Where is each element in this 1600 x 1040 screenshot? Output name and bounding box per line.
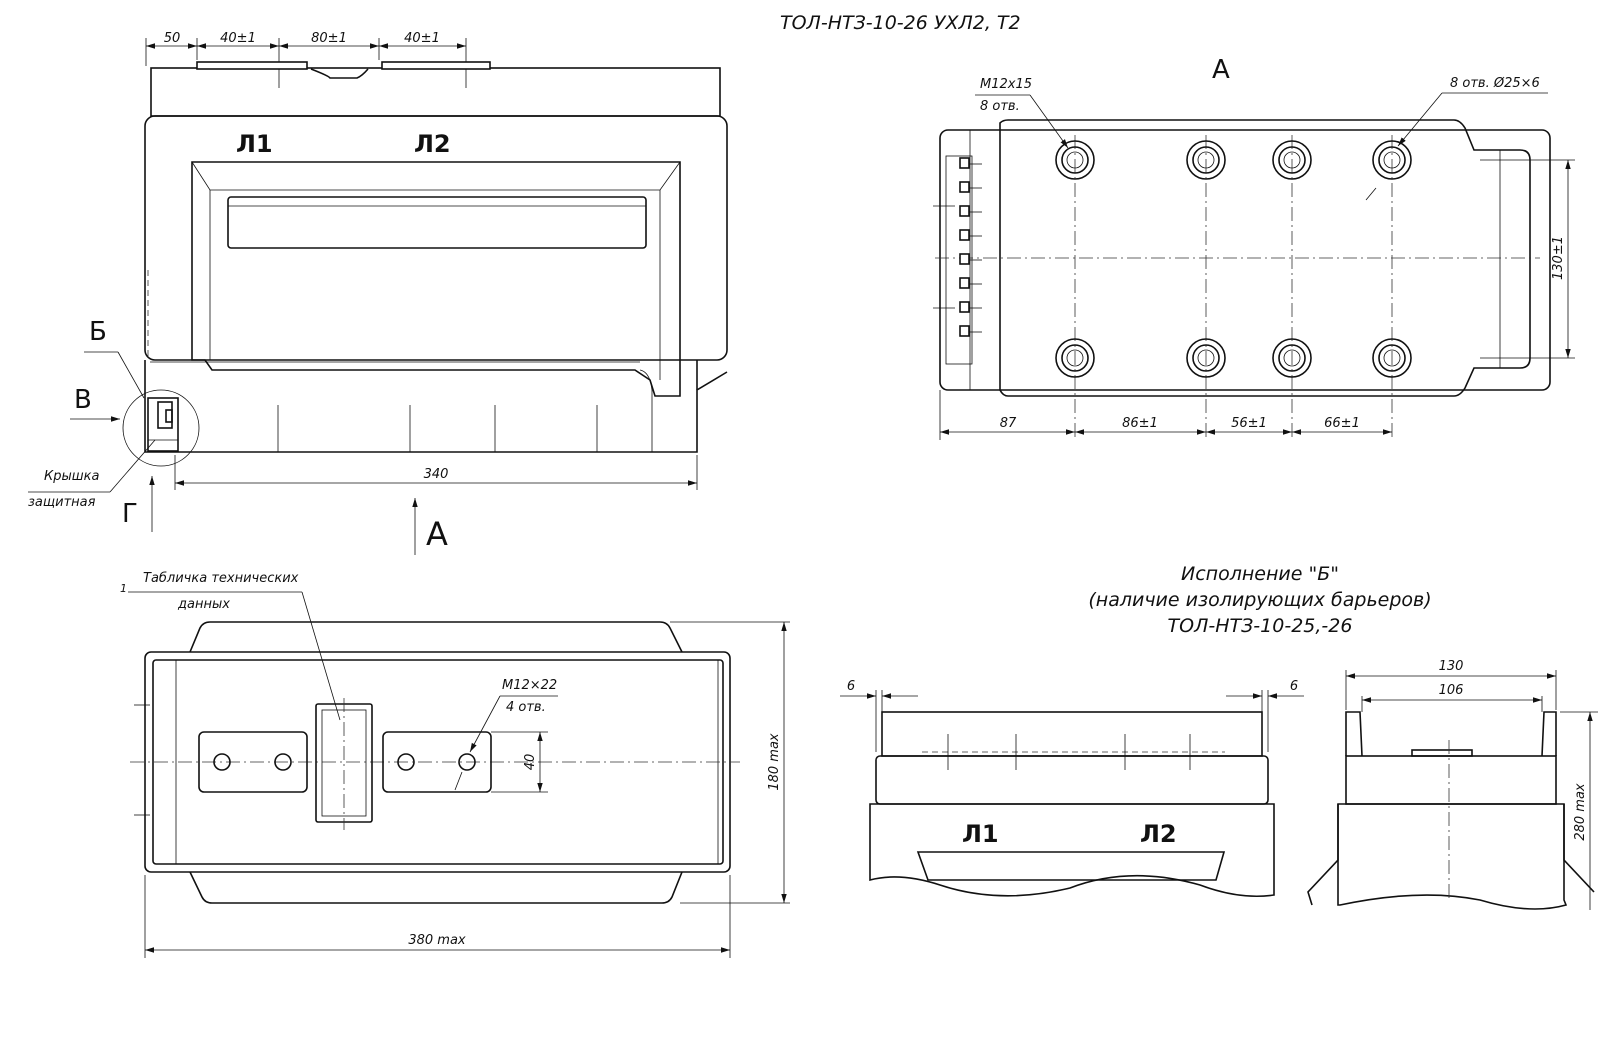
dim-87: 87	[1000, 416, 1017, 431]
stud-group	[959, 140, 1412, 378]
dim-66: 66±1	[1324, 416, 1360, 431]
terminal-pin	[959, 229, 970, 241]
hole-note-right: 8 отв. Ø25×6	[1450, 76, 1540, 91]
top-view-a: А М12х15 8 отв. 8 отв. Ø25×6 130±1	[933, 55, 1575, 440]
terminal-l1-label: Л1	[236, 130, 273, 158]
terminal-pin	[959, 253, 970, 265]
dim-56: 56±1	[1231, 416, 1267, 431]
terminal-pin	[959, 205, 970, 217]
front-view: 50 40±1 80±1 40±1 Л1 Л2	[28, 31, 728, 555]
front-main-body	[144, 115, 728, 361]
plate-callout-number: 1	[120, 582, 127, 595]
stud-ring	[1186, 338, 1226, 378]
variant-terminal-l1: Л1	[962, 820, 999, 848]
stud-ring	[1192, 146, 1220, 174]
stud-ring	[1055, 338, 1095, 378]
stud-ring	[1192, 344, 1220, 372]
terminal-pin	[959, 301, 970, 313]
dim-86: 86±1	[1122, 416, 1158, 431]
stud-ring	[1383, 151, 1401, 169]
dim-6-right: 6	[1290, 679, 1298, 694]
plate-label-2: данных	[177, 597, 230, 612]
stud-ring	[1383, 349, 1401, 367]
dim-340: 340	[424, 467, 449, 482]
variant-b: Исполнение "Б" (наличие изолирующих барь…	[840, 563, 1598, 910]
variant-terminal-l2: Л2	[1140, 820, 1177, 848]
variant-title-1: Исполнение "Б"	[1181, 563, 1339, 585]
terminal-pin	[959, 277, 970, 289]
stud-ring	[1278, 146, 1306, 174]
terminal-pin	[959, 181, 970, 193]
dim-80: 80±1	[311, 31, 347, 46]
front-top-cap	[150, 67, 721, 117]
dim-40: 40	[523, 754, 538, 771]
cover-label-2: защитная	[28, 495, 96, 510]
view-a-title: А	[1212, 55, 1230, 85]
stud-ring	[1197, 151, 1215, 169]
stud-ring	[1272, 140, 1312, 180]
cover-label-1: Крышка	[44, 469, 99, 484]
stud-ring	[1272, 338, 1312, 378]
stud-ring	[1278, 344, 1306, 372]
view-a-label: А	[426, 515, 448, 553]
dim-6-left: 6	[847, 679, 855, 694]
terminal-pin	[959, 157, 970, 169]
view-v-label: В	[74, 385, 92, 415]
dim-130: 130	[1439, 659, 1464, 674]
stud-ring	[1186, 140, 1226, 180]
variant-side: 130 106 280 max	[1307, 659, 1598, 910]
variant-front: Л1 Л2 6 6	[840, 679, 1304, 898]
dim-40-left: 40±1	[220, 31, 256, 46]
dim-106: 106	[1439, 683, 1464, 698]
terminal-pin	[959, 325, 970, 337]
stud-ring	[1061, 146, 1089, 174]
stud-ring	[1055, 140, 1095, 180]
dim-380-max: 380 max	[408, 933, 466, 948]
terminal-l2-label: Л2	[414, 130, 451, 158]
dim-50: 50	[164, 31, 181, 46]
stud-ring	[1378, 146, 1406, 174]
bottom-view: 1 Табличка технических данных М12×22 4 о…	[120, 571, 790, 958]
view-b-label: Б	[89, 317, 107, 347]
stud-ring	[1197, 349, 1215, 367]
plate-label-1: Табличка технических	[143, 571, 299, 586]
hole-note-left-1: М12х15	[980, 77, 1032, 92]
detail-b-circle	[122, 389, 200, 467]
drawing-title: ТОЛ-НТЗ-10-26 УХЛ2, Т2	[780, 12, 1021, 34]
dim-280-max: 280 max	[1573, 783, 1588, 841]
dim-130-pm1: 130±1	[1551, 236, 1566, 280]
stud-ring	[1372, 140, 1412, 180]
variant-title-2: (наличие изолирующих барьеров)	[1088, 589, 1431, 611]
front-top-dimensions: 50 40±1 80±1 40±1	[145, 31, 467, 88]
stud-ring	[1283, 349, 1301, 367]
bolt-note-2: 4 отв.	[506, 700, 546, 715]
view-g-label: Г	[122, 499, 138, 529]
dim-180-max: 180 max	[767, 733, 782, 791]
stud-ring	[1283, 151, 1301, 169]
bolt-plate-right	[382, 731, 492, 793]
stud-ring	[1372, 338, 1412, 378]
bolt-plate-left	[198, 731, 308, 793]
stud-ring	[1066, 151, 1084, 169]
hole-note-left-2: 8 отв.	[980, 99, 1020, 114]
stud-ring	[1061, 344, 1089, 372]
stud-ring	[1378, 344, 1406, 372]
dim-40-right: 40±1	[404, 31, 440, 46]
bolt-note-1: М12×22	[502, 678, 557, 693]
variant-title-3: ТОЛ-НТЗ-10-25,-26	[1168, 615, 1353, 637]
stud-ring	[1066, 349, 1084, 367]
